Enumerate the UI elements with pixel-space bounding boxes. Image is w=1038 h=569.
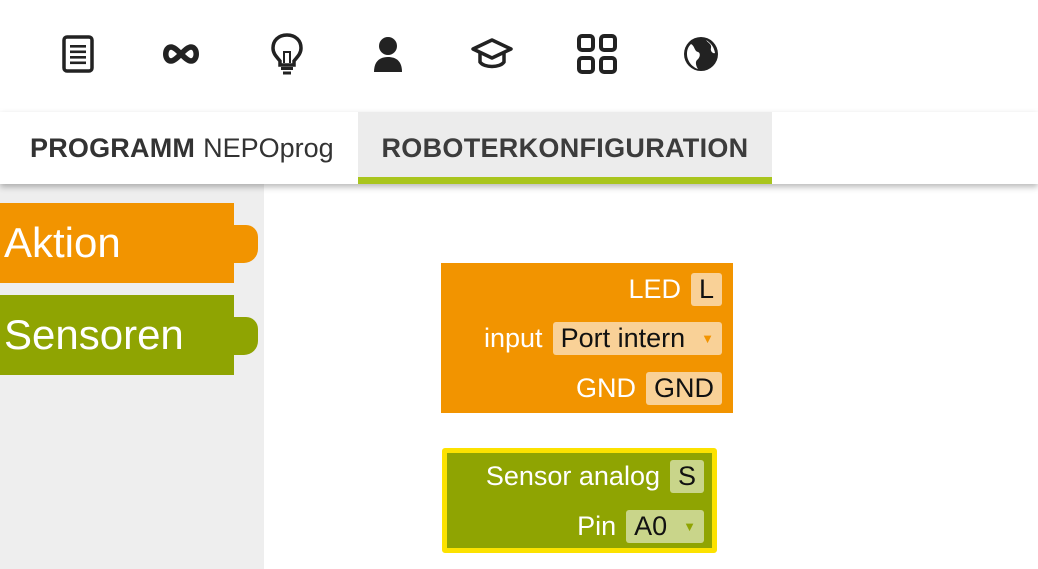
gnd-field[interactable]: GND xyxy=(646,371,722,405)
toolbox: Aktion Sensoren xyxy=(0,184,264,569)
document-icon[interactable] xyxy=(56,32,100,76)
pin-dropdown[interactable]: A0 ▼ xyxy=(626,509,704,543)
category-label: Sensoren xyxy=(4,311,184,358)
block-label: Pin xyxy=(577,510,617,541)
tab-robot-label: ROBOTERKONFIGURATION xyxy=(381,132,749,163)
block-row: LED L xyxy=(628,271,722,307)
input-dropdown[interactable]: Port intern ▼ xyxy=(552,321,722,355)
field-value: L xyxy=(698,273,714,304)
program-name: NEPOprog xyxy=(203,132,334,163)
dropdown-arrow-icon: ▼ xyxy=(683,518,696,534)
sensor-name-field[interactable]: S xyxy=(669,459,704,493)
infinity-icon[interactable] xyxy=(159,32,203,76)
sensor-analog-block[interactable]: Sensor analog S Pin A0 ▼ xyxy=(442,448,717,553)
user-icon[interactable] xyxy=(366,32,410,76)
toolbox-category-sensoren[interactable]: Sensoren xyxy=(0,295,258,375)
led-block[interactable]: LED L input Port intern ▼ GND GND xyxy=(441,263,733,413)
tab-bar: PROGRAMM NEPOprog ROBOTERKONFIGURATION xyxy=(0,112,1038,184)
block-row: Sensor analog S xyxy=(486,458,704,494)
block-row: Pin A0 ▼ xyxy=(577,508,704,544)
led-name-field[interactable]: L xyxy=(690,272,722,306)
field-value: S xyxy=(677,460,696,491)
block-row: input Port intern ▼ xyxy=(484,320,722,356)
category-tab-nub xyxy=(232,225,258,263)
block-label: LED xyxy=(628,273,681,304)
field-value: Port intern xyxy=(560,322,686,353)
block-label: Sensor analog xyxy=(485,460,660,491)
block-label: GND xyxy=(576,372,636,403)
top-toolbar xyxy=(0,0,1038,112)
toolbox-category-aktion[interactable]: Aktion xyxy=(0,203,258,283)
gallery-icon[interactable] xyxy=(575,32,619,76)
globe-icon[interactable] xyxy=(679,32,723,76)
field-value: A0 xyxy=(634,510,668,541)
graduation-cap-icon[interactable] xyxy=(470,32,514,76)
active-tab-indicator xyxy=(358,177,772,184)
tab-program[interactable]: PROGRAMM NEPOprog xyxy=(0,112,358,184)
block-label: input xyxy=(484,322,543,353)
field-value: GND xyxy=(654,372,714,403)
lightbulb-icon[interactable] xyxy=(265,32,309,76)
tab-program-label: PROGRAMM xyxy=(30,132,196,163)
category-label: Aktion xyxy=(4,219,121,266)
tab-robot-configuration[interactable]: ROBOTERKONFIGURATION xyxy=(358,112,772,184)
dropdown-arrow-icon: ▼ xyxy=(701,330,714,346)
category-tab-nub xyxy=(232,317,258,355)
block-row: GND GND xyxy=(576,370,722,406)
